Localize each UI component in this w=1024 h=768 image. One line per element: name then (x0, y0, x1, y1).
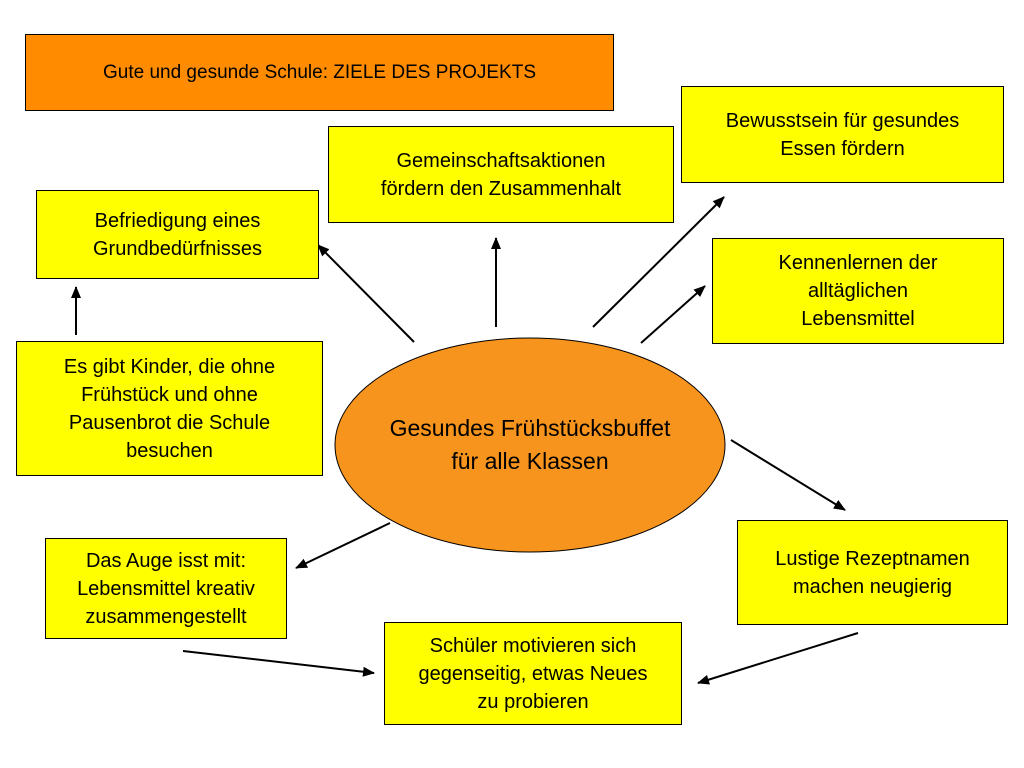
box-gemeinschaft-line-2: fördern den Zusammenhalt (380, 177, 622, 200)
box-kennenlernen-line-3: Lebensmittel (801, 308, 915, 330)
box-kennenlernen: Kennenlernen der alltäglichen Lebensmitt… (712, 238, 1004, 344)
box-befriedigung-line-2: Grundbedürfnisses (93, 237, 262, 260)
center-ellipse (334, 337, 726, 553)
box-schueler: Schüler motivieren sich gegenseitig, etw… (384, 622, 682, 725)
box-rezeptnamen-line-1: Lustige Rezeptnamen (775, 547, 970, 570)
box-kinder-line-4: besuchen (126, 439, 213, 462)
box-auge-line-2: Lebensmittel kreativ (77, 577, 255, 600)
box-kinder-line-2: Frühstück und ohne (81, 383, 258, 406)
box-auge-line-1: Das Auge isst mit: (85, 549, 247, 572)
center-line-1: Gesundes Frühstücksbuffet (389, 415, 671, 441)
box-kennenlernen-line-1: Kennenlernen der (778, 252, 938, 274)
box-gemeinschaft-line-1: Gemeinschaftsaktionen (396, 149, 606, 172)
box-bewusstsein: Bewusstsein für gesundes Essen fördern (681, 86, 1004, 183)
box-kinder-line-3: Pausenbrot die Schule (68, 411, 271, 434)
box-kennenlernen-line-2: alltäglichen (807, 280, 909, 302)
arrow-auge-to-schueler (182, 650, 375, 677)
box-rezeptnamen: Lustige Rezeptnamen machen neugierig (737, 520, 1008, 625)
box-bewusstsein-line-1: Bewusstsein für gesundes (725, 109, 960, 132)
center-ellipse-label: Gesundes Frühstücksbuffet für alle Klass… (335, 338, 725, 552)
arrow-to-bewusstsein (592, 196, 725, 328)
title-box: Gute und gesunde Schule: ZIELE DES PROJE… (25, 34, 614, 111)
arrow-to-rezeptnamen (730, 439, 846, 511)
box-schueler-line-1: Schüler motivieren sich (429, 634, 637, 657)
box-kinder: Es gibt Kinder, die ohne Frühstück und o… (16, 341, 323, 476)
box-schueler-line-3: zu probieren (477, 690, 589, 713)
arrow-to-kennenlernen (640, 285, 706, 344)
box-bewusstsein-line-2: Essen fördern (780, 137, 905, 160)
box-rezeptnamen-line-2: machen neugierig (792, 575, 952, 598)
center-line-2: für alle Klassen (451, 448, 609, 474)
box-schueler-line-2: gegenseitig, etwas Neues (418, 662, 648, 685)
arrow-to-befriedigung (317, 244, 415, 343)
box-auge: Das Auge isst mit: Lebensmittel kreativ … (45, 538, 287, 639)
arrow-rezeptnamen-to-schueler (697, 632, 859, 685)
title-text: Gute und gesunde Schule: ZIELE DES PROJE… (102, 61, 536, 83)
box-gemeinschaft: Gemeinschaftsaktionen fördern den Zusamm… (328, 126, 674, 223)
box-befriedigung-line-1: Befriedigung eines (94, 209, 261, 232)
box-befriedigung: Befriedigung eines Grundbedürfnisses (36, 190, 319, 279)
box-auge-line-3: zusammengestellt (85, 605, 247, 628)
arrow-to-auge (295, 522, 391, 569)
box-kinder-line-1: Es gibt Kinder, die ohne (63, 355, 276, 378)
